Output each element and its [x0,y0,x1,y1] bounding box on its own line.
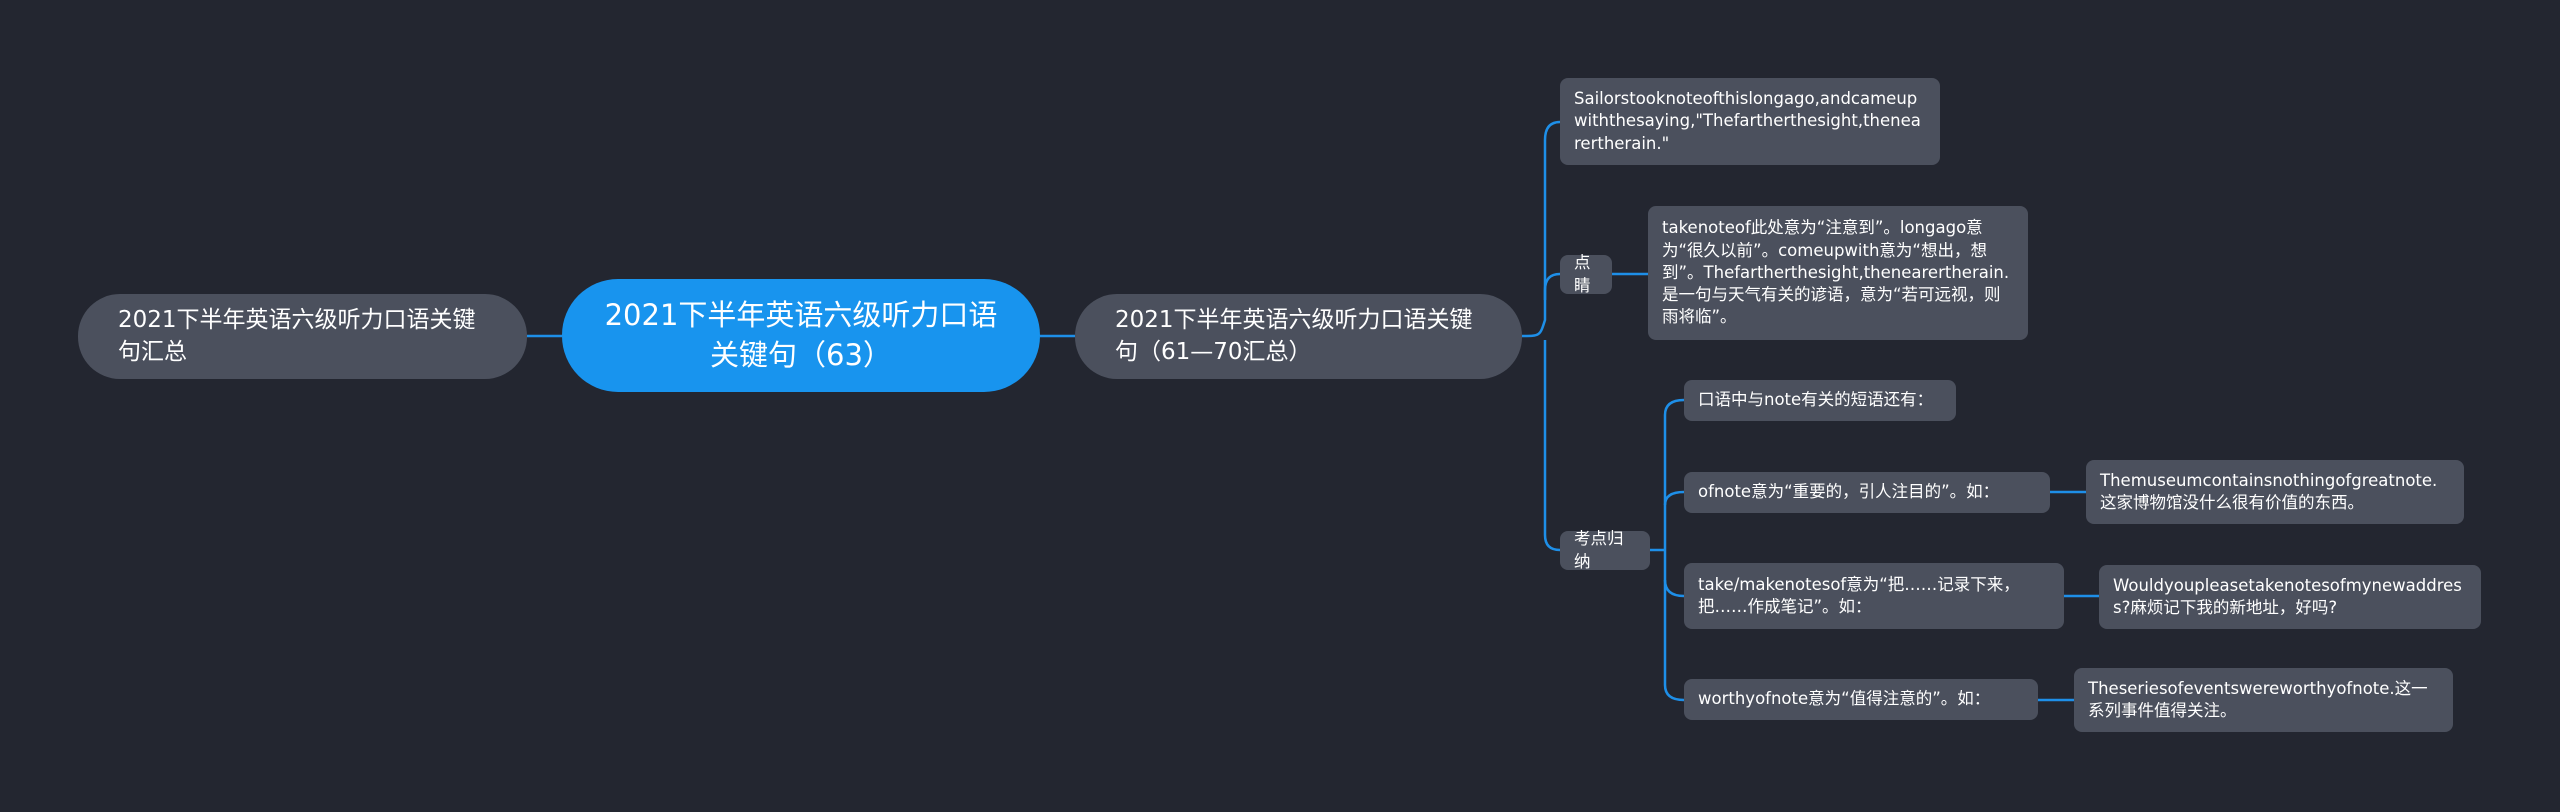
example-text: Theseriesofeventswereworthyofnote.这一系列事件… [2088,678,2428,720]
highlight-detail-node[interactable]: takenoteof此处意为“注意到”。longago意为“很久以前”。come… [1648,206,2028,340]
example-node-ofnote[interactable]: Themuseumcontainsnothingofgreatnote.这家博物… [2086,460,2464,524]
root-topic-node[interactable]: 2021下半年英语六级听力口语关键句（63） [562,279,1040,392]
right-topic-node[interactable]: 2021下半年英语六级听力口语关键句（61—70汇总） [1075,294,1522,379]
sentence-text: Sailorstooknoteofthislongago,andcameupwi… [1574,89,1921,153]
highlight-label: 点睛 [1574,253,1591,295]
summary-label: 考点归纳 [1574,529,1624,571]
phrase-text: take/makenotesof意为“把……记录下来，把……作成笔记”。如： [1698,574,2020,616]
example-text: Themuseumcontainsnothingofgreatnote.这家博物… [2100,470,2438,512]
phrase-node-worthyofnote[interactable]: worthyofnote意为“值得注意的”。如： [1684,679,2038,720]
phrase-intro-node[interactable]: 口语中与note有关的短语还有： [1684,380,1956,421]
root-topic-label: 2021下半年英语六级听力口语关键句（63） [604,298,998,372]
highlight-detail-text: takenoteof此处意为“注意到”。longago意为“很久以前”。come… [1662,218,2010,327]
example-text: Wouldyoupleasetakenotesofmynewaddress?麻烦… [2113,575,2462,617]
phrase-node-takenotes[interactable]: take/makenotesof意为“把……记录下来，把……作成笔记”。如： [1684,563,2064,629]
phrase-intro-text: 口语中与note有关的短语还有： [1698,390,1934,410]
left-topic-node[interactable]: 2021下半年英语六级听力口语关键句汇总 [78,294,527,379]
phrase-text: ofnote意为“重要的，引人注目的”。如： [1698,482,2000,502]
right-topic-label: 2021下半年英语六级听力口语关键句（61—70汇总） [1115,307,1473,365]
example-node-takenotes[interactable]: Wouldyoupleasetakenotesofmynewaddress?麻烦… [2099,565,2481,629]
phrase-text: worthyofnote意为“值得注意的”。如： [1698,689,1991,709]
example-node-worthyofnote[interactable]: Theseriesofeventswereworthyofnote.这一系列事件… [2074,668,2453,732]
phrase-node-ofnote[interactable]: ofnote意为“重要的，引人注目的”。如： [1684,472,2050,513]
summary-node[interactable]: 考点归纳 [1560,529,1650,571]
highlight-node[interactable]: 点睛 [1560,253,1612,295]
sentence-node[interactable]: Sailorstooknoteofthislongago,andcameupwi… [1560,78,1940,165]
left-topic-label: 2021下半年英语六级听力口语关键句汇总 [118,307,476,365]
